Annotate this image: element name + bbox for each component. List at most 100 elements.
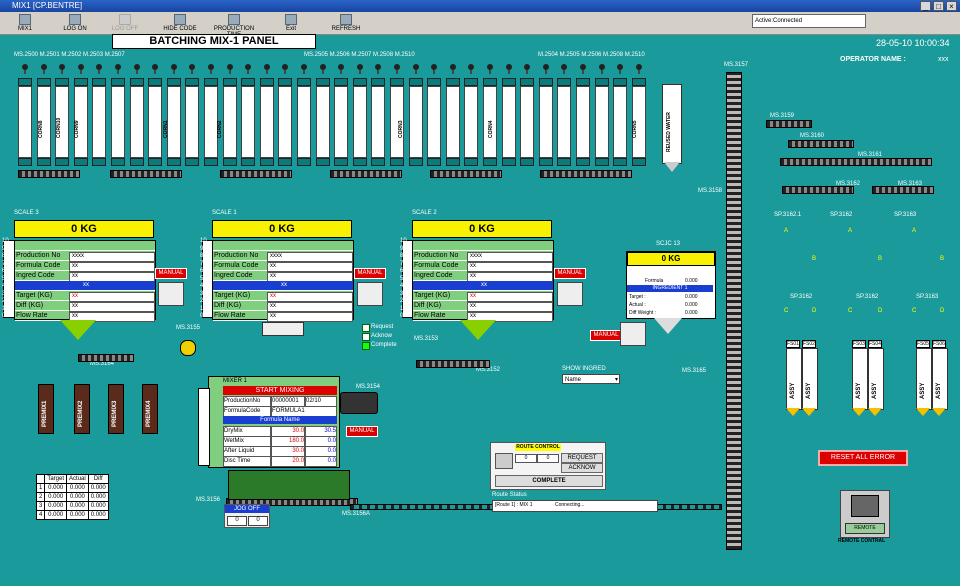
scjc-panel: 0 KG Formula 0.000 INGREDIENT 1 Target :…	[626, 251, 716, 319]
scale3-manual-button[interactable]: MANUAL	[155, 268, 187, 279]
bin-12-motor-icon[interactable]	[226, 64, 233, 74]
label-ms3152: MS.3152	[476, 367, 501, 373]
clock-icon	[228, 14, 240, 25]
bin-2-motor-icon[interactable]	[40, 64, 47, 74]
bin-21	[390, 86, 404, 158]
bin-14	[259, 86, 274, 158]
toolbar-logoff-button[interactable]: LOG OFF	[108, 12, 142, 34]
bin-13-motor-icon[interactable]	[245, 64, 252, 74]
start-mixing-button[interactable]: START MIXING	[223, 386, 337, 395]
bin-3-motor-icon[interactable]	[59, 64, 66, 74]
scale-axis-tick: 10	[2, 238, 9, 244]
toolbar-mix1-button[interactable]: MIX1	[8, 12, 42, 34]
conveyor-ms3152	[416, 360, 490, 368]
fs-tank-5: ASSY	[916, 348, 932, 410]
bin-14-motor-icon[interactable]	[263, 64, 270, 74]
bin-31-motor-icon[interactable]	[580, 64, 586, 74]
bin-4-motor-icon[interactable]	[77, 64, 84, 74]
toolbar-refresh-button[interactable]: REFRESH	[326, 12, 366, 34]
bin-20-header	[371, 78, 386, 86]
bin-5-motor-icon[interactable]	[96, 64, 103, 74]
bin-20-motor-icon[interactable]	[375, 64, 382, 74]
bin-30-motor-icon[interactable]	[561, 64, 568, 74]
mixer-drum	[228, 470, 350, 500]
close-button[interactable]: ×	[946, 1, 957, 11]
bin-1-motor-icon[interactable]	[22, 64, 28, 74]
request-button[interactable]: REQUEST	[561, 453, 603, 463]
scale-axis-tick: 3	[2, 290, 6, 297]
ms3155-valve[interactable]	[180, 340, 196, 356]
bin-17-motor-icon[interactable]	[319, 64, 326, 74]
premix1-silo: PREMIX1	[38, 384, 54, 434]
bin-17-gate	[315, 158, 330, 166]
label-ms3164: MS.3164	[90, 361, 115, 367]
bin-11-motor-icon[interactable]	[208, 64, 214, 74]
bin-26-motor-icon[interactable]	[487, 64, 493, 74]
toolbar-logon-button[interactable]: LOG ON	[58, 12, 92, 34]
toolbar-exit-button[interactable]: Exit	[276, 12, 306, 34]
mixer-manual-button[interactable]: MANUAL	[346, 426, 378, 437]
bin-32-gate	[594, 158, 609, 166]
minimize-button[interactable]: _	[920, 1, 931, 11]
bin-27-motor-icon[interactable]	[505, 64, 512, 74]
bin-21-motor-icon[interactable]	[394, 64, 400, 74]
bin-23-motor-icon[interactable]	[431, 64, 438, 74]
bin-29-motor-icon[interactable]	[542, 64, 549, 74]
scale2-weight: 0 KG	[412, 220, 552, 238]
bin-18-motor-icon[interactable]	[338, 64, 345, 74]
feed-conveyor-6	[540, 170, 632, 178]
bin-33-motor-icon[interactable]	[617, 64, 624, 74]
bin-34-motor-icon[interactable]	[635, 64, 642, 74]
bin-10	[185, 86, 200, 158]
maximize-button[interactable]: □	[933, 1, 944, 11]
scale2-manual-icon[interactable]	[557, 282, 583, 306]
route-control-panel: ROUTE CONTROL 0 0 REQUEST ACKNOW COMPLET…	[490, 442, 606, 490]
acknow-button[interactable]: ACKNOW	[561, 463, 603, 473]
bin-15-motor-icon[interactable]	[282, 64, 289, 74]
route-status-route: [Route 1] : MIX 1	[495, 502, 533, 508]
scale1-manual-button[interactable]: MANUAL	[354, 268, 386, 279]
bin-3-gate	[55, 158, 70, 166]
mixer-row-actual: 0.0	[305, 456, 337, 467]
show-ingred-select[interactable]: Name▾	[562, 374, 620, 384]
label-ms3163: MS.3163	[898, 181, 923, 187]
reset-all-error-button[interactable]: RESET ALL ERROR	[818, 450, 908, 466]
bin-7-motor-icon[interactable]	[133, 64, 140, 74]
bin-28	[520, 86, 535, 158]
bin-16-motor-icon[interactable]	[301, 64, 307, 74]
fs-tank-outlet	[868, 408, 882, 416]
toolbar-productiontime-button[interactable]: PRODUCTION TIME	[206, 12, 262, 38]
bin-20	[371, 86, 386, 158]
bin-19-motor-icon[interactable]	[356, 64, 363, 74]
jog-off-button[interactable]: JOG OFF	[225, 505, 269, 513]
scale2-manual-button[interactable]: MANUAL	[554, 268, 586, 279]
bin-6-motor-icon[interactable]	[115, 64, 121, 74]
remote-button[interactable]: REMOTE	[845, 523, 885, 534]
route-c-3: C	[912, 308, 917, 314]
scjc-manual-icon[interactable]	[620, 322, 646, 346]
scale1-manual-icon[interactable]	[357, 282, 383, 306]
premix2-silo: PREMIX2	[74, 384, 90, 434]
title-bar: MIX1 [CP.BENTRE] _ □ ×	[0, 0, 960, 12]
datetime: 28-05-10 10:00:34	[876, 38, 950, 48]
bin-9-motor-icon[interactable]	[170, 64, 177, 74]
bin-32-motor-icon[interactable]	[598, 64, 605, 74]
scjc-manual-button[interactable]: MANUAL	[590, 330, 622, 341]
bin-19-header	[352, 78, 367, 86]
complete-button[interactable]: COMPLETE	[495, 475, 603, 487]
bin-25-motor-icon[interactable]	[468, 64, 475, 74]
bin-28-motor-icon[interactable]	[524, 64, 531, 74]
bin-8-motor-icon[interactable]	[152, 64, 159, 74]
scale3-manual-icon[interactable]	[158, 282, 184, 306]
scale2-hopper	[460, 320, 496, 340]
bucket-elevator	[726, 72, 742, 550]
fs-label: FS04	[868, 340, 882, 348]
bin-name-corn5: CORN5	[632, 120, 638, 138]
toolbar-hidecode-button[interactable]: HIDE CODE	[160, 12, 200, 34]
fs-label: FS05	[916, 340, 930, 348]
logoff-icon	[119, 14, 131, 25]
bin-12	[222, 86, 237, 158]
bin-10-motor-icon[interactable]	[189, 64, 196, 74]
bin-24-motor-icon[interactable]	[449, 64, 456, 74]
bin-22-motor-icon[interactable]	[412, 64, 419, 74]
